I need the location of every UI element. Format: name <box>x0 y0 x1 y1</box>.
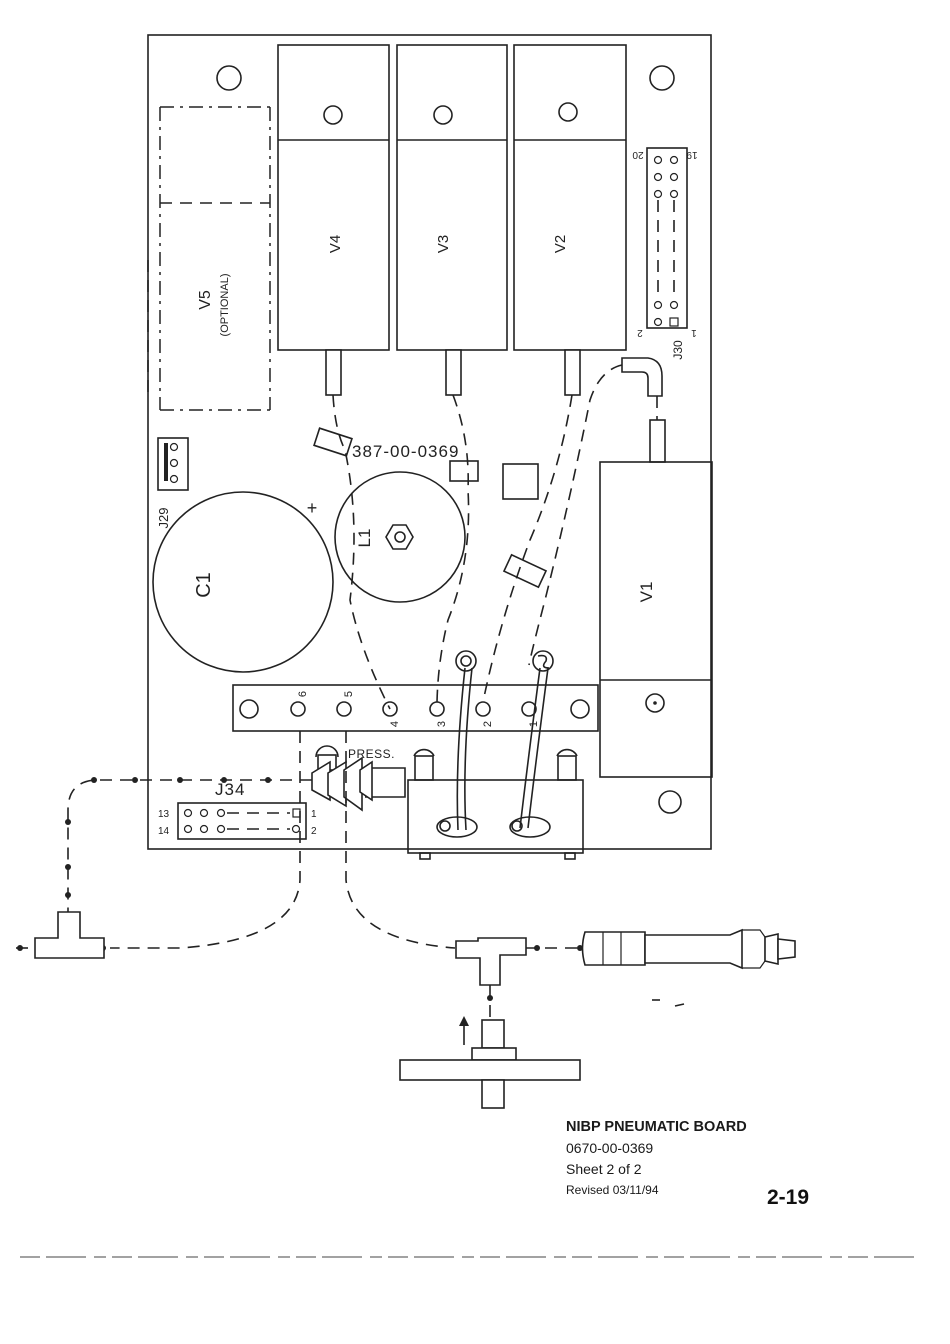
connector-j29 <box>158 438 188 490</box>
j34-pin-1: 1 <box>311 809 317 820</box>
elbow-fitting <box>622 358 665 462</box>
j34-pin-14: 14 <box>158 826 170 837</box>
terminal-2: 2 <box>482 721 494 727</box>
terminal-4: 4 <box>389 721 401 727</box>
pressure-label: PRESS. <box>348 747 395 761</box>
drawing-title: NIBP PNEUMATIC BOARD <box>566 1117 826 1138</box>
inductor-l1-label: L1 <box>355 529 374 548</box>
connector-j30 <box>647 148 687 328</box>
filter-fitting <box>400 1016 580 1108</box>
j34-pin-2: 2 <box>311 826 317 837</box>
terminal-5: 5 <box>343 691 355 697</box>
valve-v5-note: (OPTIONAL) <box>219 274 231 337</box>
valve-v2 <box>514 45 626 395</box>
j30-pin-2: 2 <box>637 327 643 338</box>
valve-v3-label: V3 <box>435 235 452 253</box>
j30-pin-20: 20 <box>632 149 644 160</box>
terminal-3: 3 <box>436 721 448 727</box>
left-t-fitting <box>35 912 104 958</box>
valve-v3 <box>397 45 507 395</box>
terminal-6: 6 <box>297 691 309 697</box>
sheet-number: Sheet 2 of 2 <box>566 1159 826 1180</box>
j34-label: J34 <box>215 780 245 799</box>
hose-barb-connector <box>583 930 796 968</box>
mounting-hole <box>650 66 674 90</box>
mounting-hole <box>217 66 241 90</box>
valve-v4-label: V4 <box>327 235 344 253</box>
valve-v5-label: V5 <box>197 290 214 310</box>
capacitor-c1 <box>153 492 333 672</box>
j30-label: J30 <box>671 340 685 360</box>
part-number-label: 387-00-0369 <box>352 442 459 461</box>
pressure-manifold <box>312 746 583 859</box>
valve-v5-outline <box>148 107 270 410</box>
j30-pin-1: 1 <box>691 327 697 338</box>
drawing-number: 0670-00-0369 <box>566 1138 826 1159</box>
j29-label: J29 <box>156 508 171 529</box>
valve-v4 <box>278 45 389 395</box>
right-t-fitting <box>456 938 526 985</box>
strip-barb-fittings <box>456 651 553 671</box>
j34-pin-13: 13 <box>158 809 170 820</box>
page-number: 2-19 <box>767 1186 809 1210</box>
valve-v1-label: V1 <box>637 582 656 603</box>
terminal-1: 1 <box>528 721 540 727</box>
valve-v1 <box>600 462 712 777</box>
mounting-hole <box>659 791 681 813</box>
j30-pin-19: 19 <box>686 149 698 160</box>
capacitor-polarity-mark: + <box>307 498 318 518</box>
connector-j34 <box>178 803 306 839</box>
capacitor-c1-label: C1 <box>193 572 215 598</box>
valve-v2-label: V2 <box>552 235 569 253</box>
